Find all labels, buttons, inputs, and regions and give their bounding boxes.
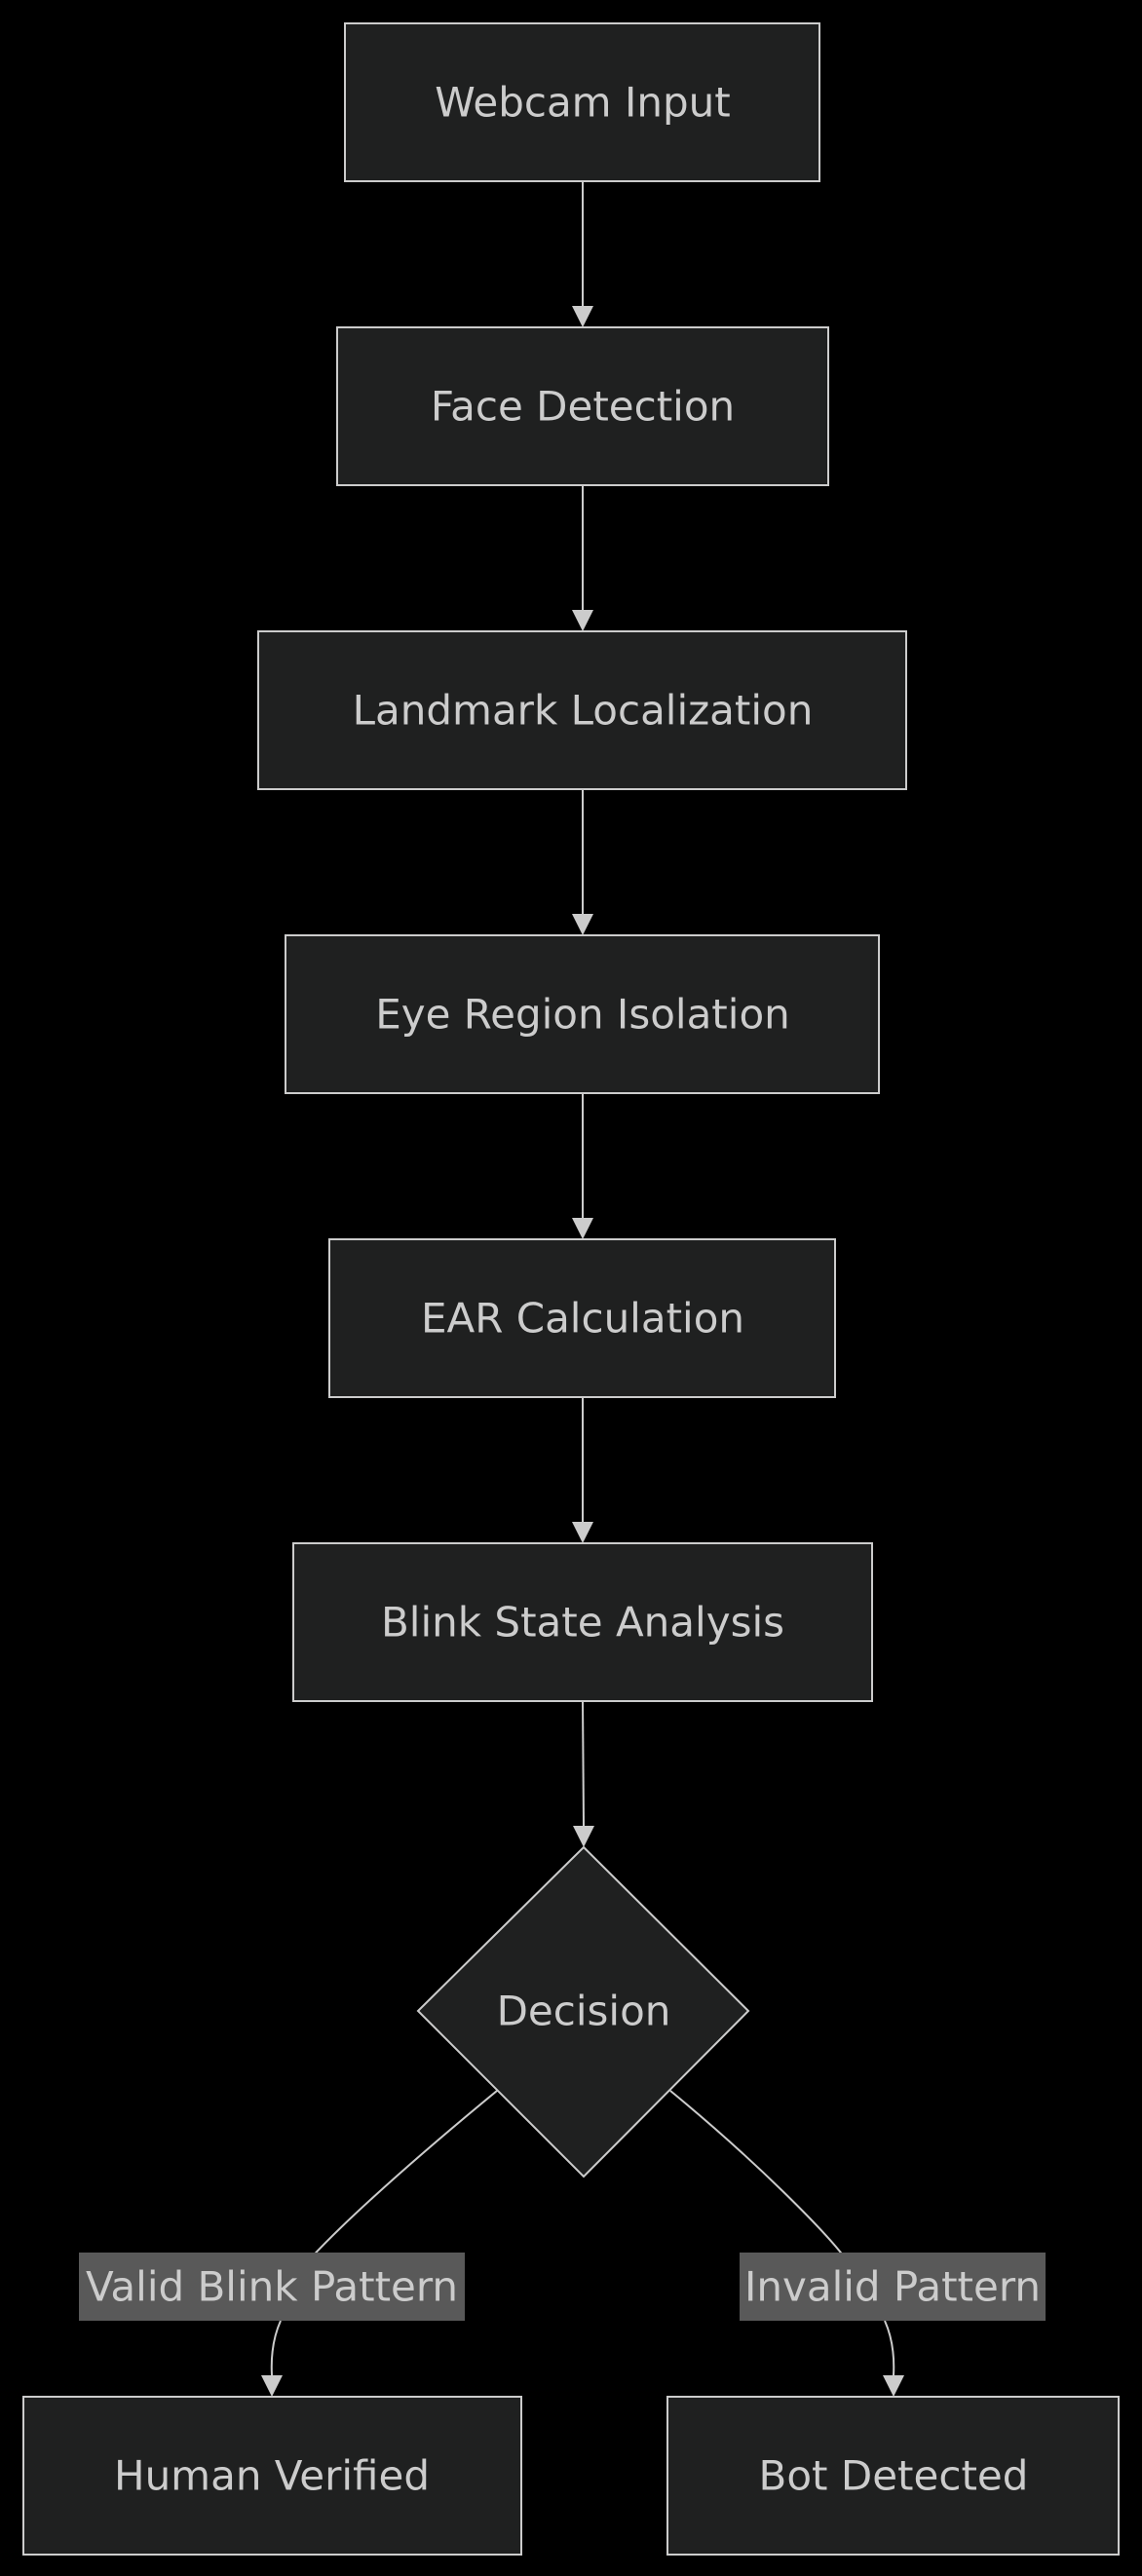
- node-box: [22, 2396, 522, 2556]
- edge-decision-to-bot: [669, 2090, 845, 2257]
- arrow-head: [572, 1522, 593, 1543]
- arrow-head: [572, 306, 593, 327]
- node-label: Face Detection: [431, 383, 735, 431]
- node-bot-detected: Bot Detected: [666, 2396, 1120, 2556]
- node-face-detection: Face Detection: [336, 326, 829, 486]
- node-box: [666, 2396, 1120, 2556]
- node-box: [344, 22, 820, 182]
- node-label: Human Verified: [114, 2452, 430, 2500]
- edge-decision-to-human: [291, 2090, 498, 2281]
- node-box: [336, 326, 829, 486]
- node-box: [328, 1238, 836, 1398]
- node-label: Landmark Localization: [353, 687, 814, 735]
- edge-blink-to-decision: [582, 1700, 585, 1827]
- node-human-verified: Human Verified: [22, 2396, 522, 2556]
- edge-label-background: [79, 2253, 465, 2321]
- node-label: Blink State Analysis: [381, 1599, 784, 1647]
- node-label: Webcam Input: [435, 79, 730, 127]
- node-label: Bot Detected: [759, 2452, 1029, 2500]
- node-label: Decision: [497, 1988, 671, 2035]
- edge-decision-to-human-lower: [270, 2320, 282, 2376]
- edge-label-background: [740, 2253, 1046, 2321]
- node-label: EAR Calculation: [421, 1295, 744, 1343]
- decision-diamond: [416, 1845, 750, 2178]
- arrow-head: [883, 2375, 904, 2397]
- node-decision: Decision: [416, 1845, 750, 2178]
- node-box: [285, 934, 880, 1094]
- node-landmark-localization: Landmark Localization: [257, 630, 907, 790]
- arrow-head: [572, 914, 593, 935]
- edge-decision-to-bot-lower: [884, 2320, 895, 2376]
- node-box: [292, 1542, 873, 1702]
- edge-label-text: Invalid Pattern: [744, 2263, 1041, 2311]
- node-ear-calculation: EAR Calculation: [328, 1238, 836, 1398]
- node-webcam-input: Webcam Input: [344, 22, 820, 182]
- node-label: Eye Region Isolation: [375, 991, 790, 1039]
- arrow-head: [572, 1218, 593, 1239]
- edge-label-valid: Valid Blink Pattern: [79, 2253, 465, 2321]
- arrow-head: [261, 2375, 283, 2397]
- arrow-head: [573, 1826, 594, 1847]
- node-box: [257, 630, 907, 790]
- arrow-head: [572, 610, 593, 631]
- node-eye-region-isolation: Eye Region Isolation: [285, 934, 880, 1094]
- edge-label-invalid: Invalid Pattern: [740, 2253, 1046, 2321]
- edge-label-text: Valid Blink Pattern: [86, 2263, 458, 2311]
- node-blink-state-analysis: Blink State Analysis: [292, 1542, 873, 1702]
